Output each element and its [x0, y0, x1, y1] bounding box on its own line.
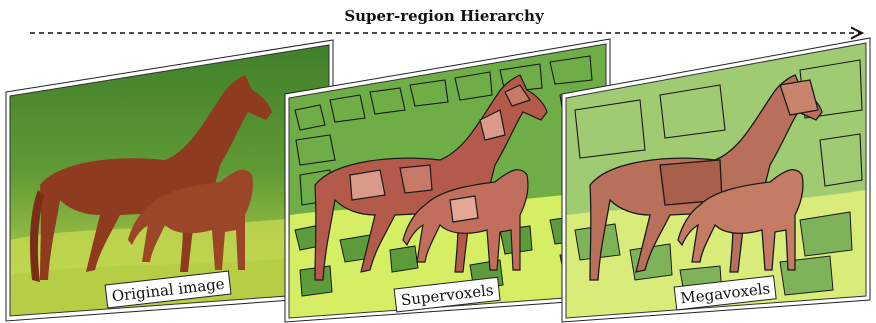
hierarchy-title: Super-region Hierarchy [344, 7, 545, 25]
